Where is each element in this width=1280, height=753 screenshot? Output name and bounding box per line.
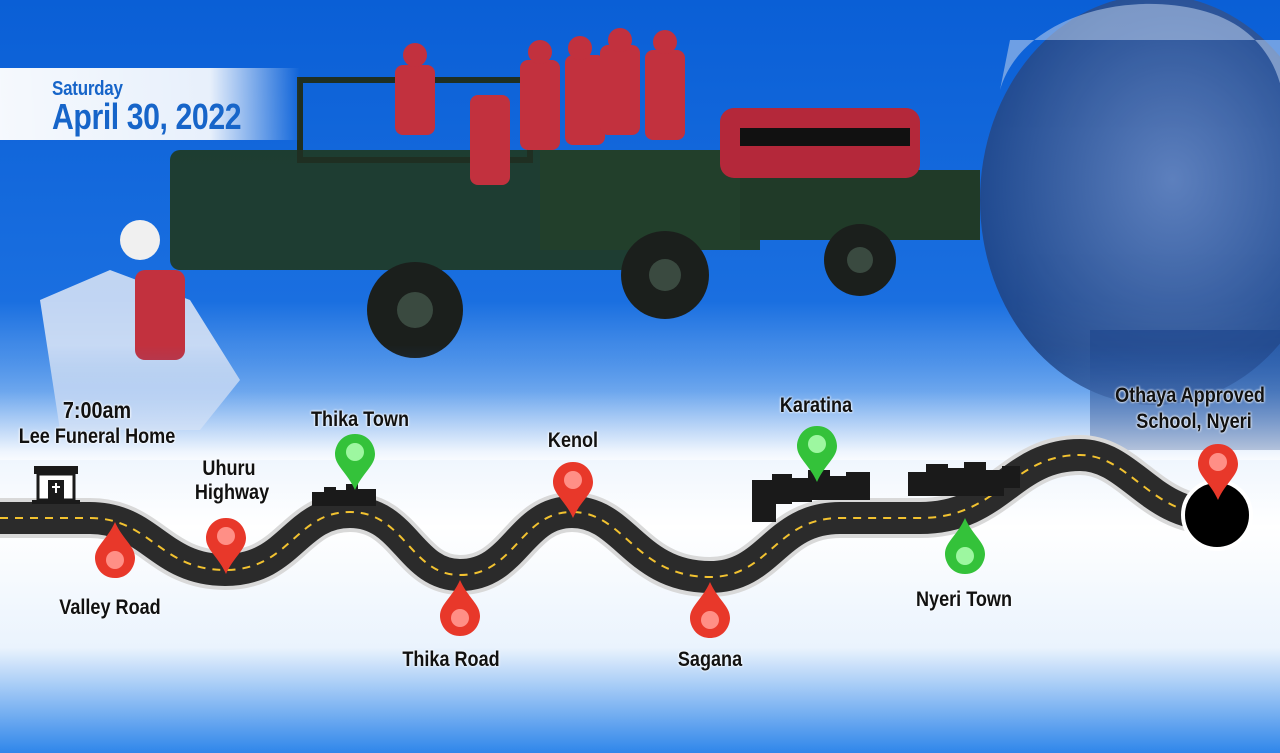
date-full: April 30, 2022 xyxy=(52,96,242,137)
label-thika-town: Thika Town xyxy=(311,408,409,431)
label-uhuru-line2: Highway xyxy=(194,481,270,504)
label-valley-road: Valley Road xyxy=(59,596,161,619)
start-place: Lee Funeral Home xyxy=(18,425,176,448)
label-nyeri-town: Nyeri Town xyxy=(916,588,1012,611)
pin-valley-road xyxy=(95,522,135,578)
label-sagana: Sagana xyxy=(677,648,743,671)
date-banner xyxy=(0,68,300,140)
road xyxy=(0,434,1217,598)
town-skyline-nyeri xyxy=(908,462,1020,496)
pin-thika-town xyxy=(335,434,375,490)
pin-kenol xyxy=(553,462,593,518)
pin-thika-road xyxy=(440,580,480,636)
label-thika-road: Thika Road xyxy=(402,648,500,671)
label-karatina: Karatina xyxy=(779,394,853,417)
label-end-line2: School, Nyeri xyxy=(1136,410,1252,433)
town-skyline-thika xyxy=(312,484,376,506)
pin-othaya xyxy=(1198,444,1238,500)
date-weekday: Saturday xyxy=(52,78,123,100)
town-skyline-karatina xyxy=(752,470,870,522)
pin-karatina xyxy=(797,426,837,482)
pin-uhuru-highway xyxy=(206,518,246,574)
label-uhuru-line1: Uhuru xyxy=(202,457,256,480)
start-time: 7:00am xyxy=(62,397,132,423)
label-kenol: Kenol xyxy=(547,429,599,452)
funeral-home-icon xyxy=(32,466,80,504)
hero-photo xyxy=(0,0,1280,460)
pin-sagana xyxy=(690,582,730,638)
label-end-line1: Othaya Approved xyxy=(1115,384,1265,407)
pin-nyeri-town xyxy=(945,518,985,574)
